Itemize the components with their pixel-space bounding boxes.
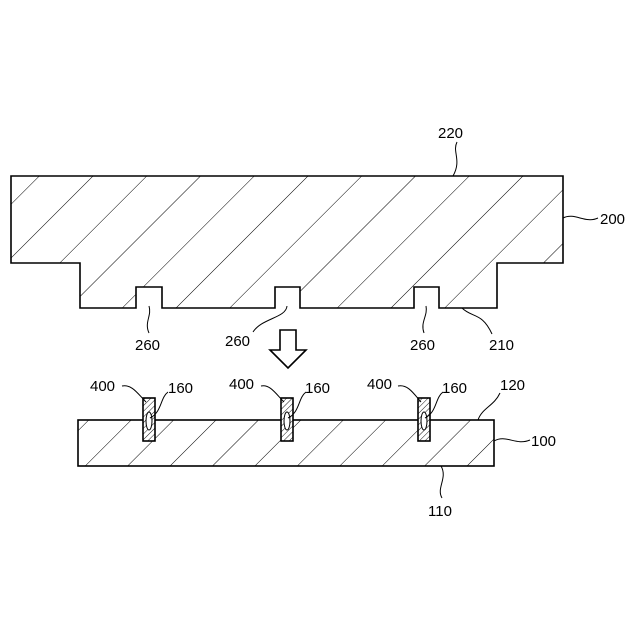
leader-120 xyxy=(478,393,500,420)
label-160-right: 160 xyxy=(442,380,467,397)
leader-260-right xyxy=(423,306,426,333)
label-100: 100 xyxy=(531,433,556,450)
leader-200 xyxy=(563,216,598,219)
leader-210 xyxy=(462,308,492,334)
leader-100 xyxy=(494,439,530,442)
label-120: 120 xyxy=(500,377,525,394)
label-210: 210 xyxy=(489,337,514,354)
recess-middle xyxy=(275,287,300,308)
recess-left xyxy=(136,287,162,308)
recess-right xyxy=(414,287,439,308)
label-260-right: 260 xyxy=(410,337,435,354)
label-160-middle: 160 xyxy=(305,380,330,397)
pin-right xyxy=(418,398,430,441)
label-110: 110 xyxy=(428,503,452,520)
pin-middle xyxy=(281,398,293,441)
hole-right xyxy=(421,412,427,430)
leader-220 xyxy=(453,142,457,176)
leader-260-left xyxy=(147,306,149,333)
down-arrow-icon xyxy=(270,330,306,368)
label-400-middle: 400 xyxy=(229,376,254,393)
label-260-middle: 260 xyxy=(225,333,250,350)
label-260-left: 260 xyxy=(135,337,160,354)
hole-left xyxy=(146,412,152,430)
label-200: 200 xyxy=(600,211,625,228)
label-220: 220 xyxy=(438,125,463,142)
pin-left xyxy=(143,398,155,441)
upper-member xyxy=(11,176,563,308)
hole-middle xyxy=(284,412,290,430)
label-160-left: 160 xyxy=(168,380,193,397)
leader-110 xyxy=(440,466,443,498)
leader-260-middle xyxy=(253,306,287,332)
label-400-left: 400 xyxy=(90,378,115,395)
label-400-right: 400 xyxy=(367,376,392,393)
